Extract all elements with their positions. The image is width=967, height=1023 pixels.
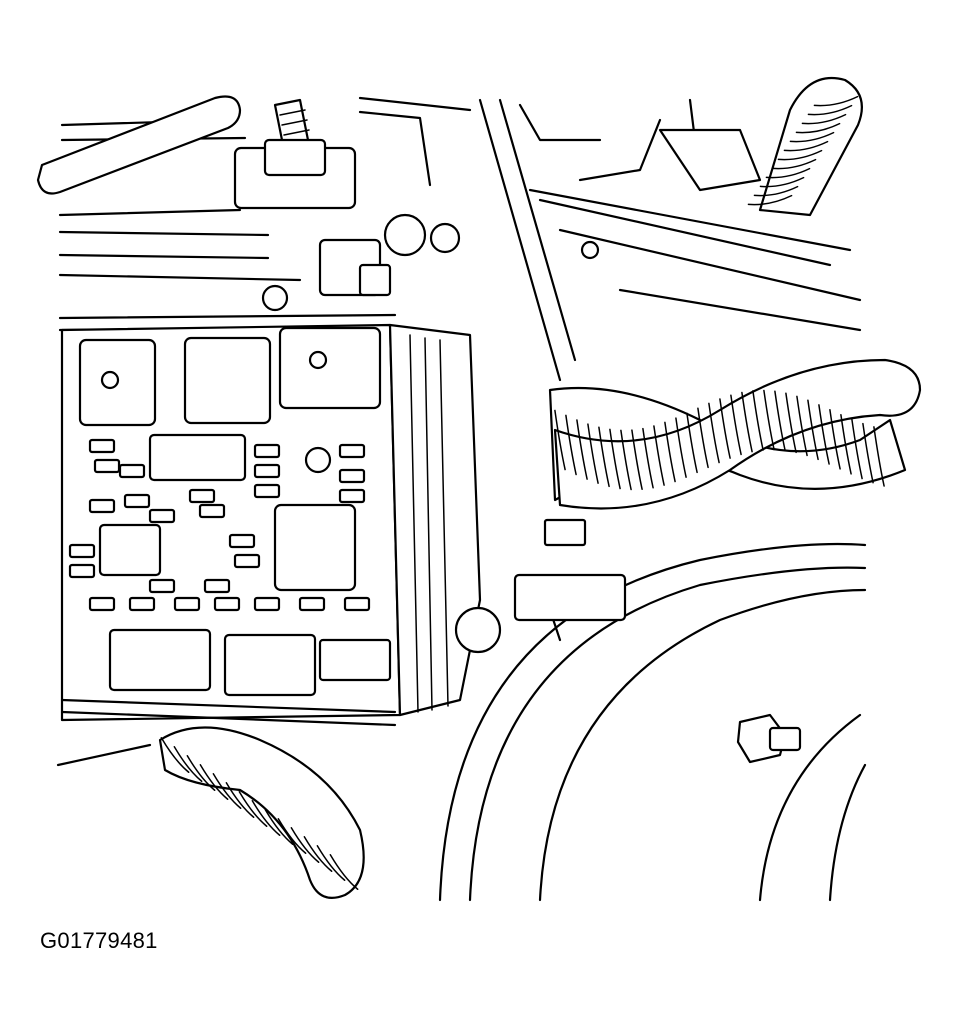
hose-rib xyxy=(752,390,764,451)
fuse-slot xyxy=(253,483,281,499)
hose-rib xyxy=(795,122,841,134)
upper-right-corrugated-hose xyxy=(658,76,863,217)
hose-rib xyxy=(565,414,577,476)
hose-rib xyxy=(303,836,333,872)
hose-rib xyxy=(771,158,817,170)
fuse-slot xyxy=(148,508,176,524)
top-middle-components xyxy=(261,213,461,312)
fuse-slot xyxy=(88,438,116,454)
fuse-slot xyxy=(338,443,366,459)
hose-rib xyxy=(173,746,203,782)
fuse-slot xyxy=(253,443,281,459)
fuse-slot xyxy=(88,596,116,612)
hose-rib xyxy=(807,104,853,116)
fuse-relay-box xyxy=(60,323,482,722)
hose-rib xyxy=(598,426,610,488)
hose-rib xyxy=(587,423,599,484)
hose-rib xyxy=(765,167,811,179)
hose-rib xyxy=(730,394,742,456)
fuse-slot xyxy=(188,488,216,504)
hose-rib xyxy=(783,140,829,152)
lower-bracket xyxy=(56,698,397,767)
hose-rib xyxy=(840,413,852,475)
hose-rib xyxy=(554,409,566,471)
hose-rib xyxy=(747,194,793,206)
hose-rib xyxy=(851,418,863,480)
fuse-slot xyxy=(68,543,96,559)
upper-left-hose xyxy=(36,95,242,195)
lower-left-corrugated-hose xyxy=(158,726,365,899)
hose-rib xyxy=(818,404,830,465)
fuse-slot xyxy=(253,463,281,479)
fuse-slot xyxy=(298,596,326,612)
fuse-slot xyxy=(203,578,231,594)
hose-rib xyxy=(653,425,665,486)
hose-rib xyxy=(741,391,753,453)
hose-rib xyxy=(801,113,847,125)
hose-rib xyxy=(763,389,775,451)
fuse-slot xyxy=(88,498,116,514)
hose-rib xyxy=(290,827,320,863)
hose-rib xyxy=(774,390,786,452)
bolt xyxy=(736,713,802,764)
hose-rib xyxy=(807,399,819,461)
hose-rib xyxy=(873,426,885,487)
fuse-slot xyxy=(338,468,366,484)
fuse-slot xyxy=(338,488,366,504)
hose-rib xyxy=(264,809,294,845)
fuse-slot xyxy=(198,503,226,519)
fuse-slot xyxy=(233,553,261,569)
hose-rib xyxy=(642,427,654,489)
center-connectors xyxy=(454,240,627,654)
wheel-well-arcs xyxy=(438,542,867,902)
hose-rib xyxy=(686,412,698,474)
hose-rib xyxy=(212,773,242,809)
upper-frame-lines xyxy=(58,96,862,382)
hose-rib xyxy=(796,395,808,457)
top-connector xyxy=(233,98,357,210)
hose-rib xyxy=(753,185,799,197)
fuse-slot xyxy=(93,458,121,474)
fuse-slot xyxy=(173,596,201,612)
hose-rib xyxy=(251,800,281,836)
hose-rib xyxy=(675,417,687,478)
fuse-slot xyxy=(213,596,241,612)
hose-rib xyxy=(631,429,643,490)
hose-rib xyxy=(785,392,797,454)
figure-id-label: G01779481 xyxy=(40,928,158,953)
hose-rib xyxy=(708,402,720,464)
fuse-slot xyxy=(148,578,176,594)
fuse-slot xyxy=(123,493,151,509)
hose-rib xyxy=(609,428,621,490)
hose-rib xyxy=(225,782,255,818)
crossing-corrugated-hoses xyxy=(548,358,922,510)
hose-rib xyxy=(697,407,709,469)
hose-rib xyxy=(329,854,359,890)
hose-rib xyxy=(829,409,841,470)
fuse-slot xyxy=(228,533,256,549)
fuse-slot xyxy=(253,596,281,612)
hose-rib xyxy=(813,95,859,107)
hose-rib xyxy=(789,131,835,143)
hose-rib xyxy=(862,422,874,484)
hose-rib xyxy=(199,764,229,800)
fuse-slot xyxy=(128,596,156,612)
hose-rib xyxy=(620,429,632,491)
hose-rib xyxy=(664,421,676,483)
hose-rib xyxy=(576,419,588,480)
hose-rib xyxy=(719,398,731,459)
hose-rib xyxy=(238,791,268,827)
hose-rib xyxy=(277,818,307,854)
fuse-slot xyxy=(68,563,96,579)
fuse-slot xyxy=(343,596,371,612)
hose-rib xyxy=(186,755,216,791)
fuse-slot xyxy=(118,463,146,479)
hose-rib xyxy=(316,845,346,881)
hose-rib xyxy=(160,737,190,773)
hose-rib xyxy=(759,176,805,188)
hose-rib xyxy=(777,149,823,161)
